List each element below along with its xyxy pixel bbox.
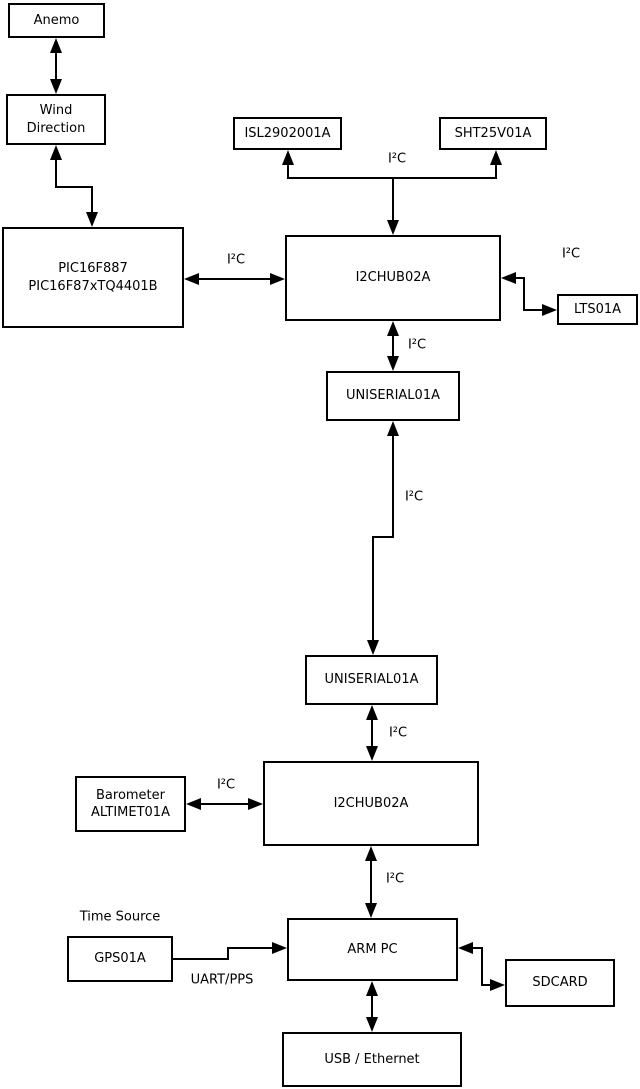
- box-lts: LTS01A: [557, 294, 638, 325]
- label-i2c-barometer-hub2: I²C: [216, 777, 236, 793]
- box-usb-ethernet: USB / Ethernet: [282, 1032, 462, 1087]
- box-barometer-label: ALTIMET01A: [91, 805, 170, 820]
- label-i2c-sensors-branch: I²C: [387, 151, 407, 167]
- box-uniserial-1-label: UNISERIAL01A: [346, 388, 440, 404]
- box-sht-label: SHT25V01A: [454, 125, 532, 141]
- box-anemo-label: Anemo: [33, 12, 80, 28]
- box-arm-pc-label: ARM PC: [347, 941, 398, 957]
- label-uart-pps: UART/PPS: [190, 972, 254, 988]
- box-uniserial-1: UNISERIAL01A: [326, 371, 460, 421]
- box-usb-ethernet-label: USB / Ethernet: [324, 1051, 420, 1067]
- box-uniserial-2: UNISERIAL01A: [305, 655, 438, 705]
- box-i2chub-2-label: I2CHUB02A: [333, 795, 409, 811]
- label-i2c-uniserial-link: I²C: [404, 489, 424, 505]
- label-i2c-hub2-arm: I²C: [385, 871, 405, 887]
- box-i2chub-2: I2CHUB02A: [263, 761, 479, 846]
- box-anemo: Anemo: [8, 3, 105, 38]
- box-i2chub-1-label: I2CHUB02A: [355, 270, 431, 286]
- box-wind-direction-label: Direction: [26, 120, 86, 136]
- box-gps: GPS01A: [67, 936, 173, 982]
- label-time-source: Time Source: [79, 909, 161, 925]
- box-i2chub-1: I2CHUB02A: [285, 235, 501, 321]
- box-isl: ISL2902001A: [233, 117, 342, 150]
- box-sht: SHT25V01A: [439, 117, 547, 150]
- box-uniserial-2-label: UNISERIAL01A: [324, 672, 419, 688]
- box-barometer-label: Barometer: [96, 787, 165, 803]
- box-wind-direction-label: Wind: [39, 103, 73, 119]
- box-pic-label: PIC16F87xTQ4401B: [28, 278, 158, 294]
- label-i2c-hub1-uniserial1: I²C: [407, 337, 427, 353]
- box-lts-label: LTS01A: [573, 301, 622, 317]
- label-i2c-uniserial2-hub2: I²C: [388, 725, 408, 741]
- box-arm-pc: ARM PC: [287, 918, 458, 981]
- box-gps-label: GPS01A: [94, 951, 146, 967]
- box-sdcard-label: SDCARD: [532, 975, 588, 991]
- label-i2c-hub1-lts: I²C: [561, 246, 581, 262]
- label-i2c-pic-hub1: I²C: [226, 252, 246, 268]
- box-isl-label: ISL2902001A: [244, 125, 331, 141]
- box-sdcard: SDCARD: [505, 959, 615, 1007]
- box-pic-label: PIC16F887: [58, 261, 128, 277]
